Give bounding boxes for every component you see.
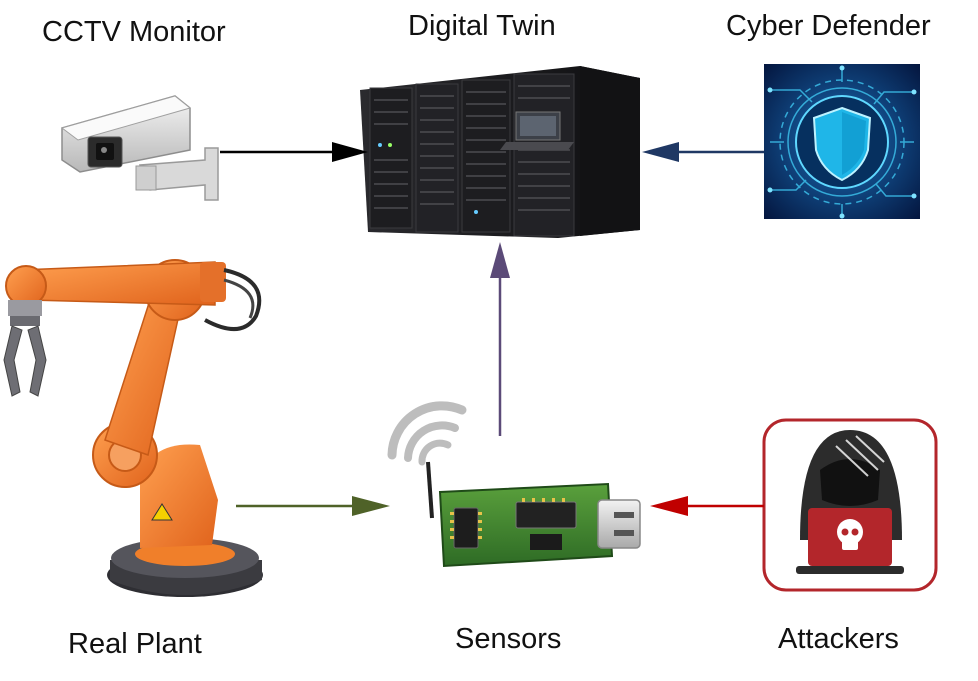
arrow-plant-to-sensors <box>236 496 390 516</box>
arrow-cctv-to-twin <box>220 142 368 162</box>
arrow-defender-to-twin <box>642 142 764 162</box>
real-plant-label: Real Plant <box>68 628 202 660</box>
sensors-label: Sensors <box>455 623 562 655</box>
arrow-sensors-to-twin <box>490 242 510 436</box>
digital-twin-label: Digital Twin <box>408 10 556 42</box>
sensor-board-icon <box>387 401 641 568</box>
cyber-defender-label: Cyber Defender <box>726 10 931 42</box>
robot-arm-icon <box>3 259 263 597</box>
cctv-camera-icon <box>60 95 219 201</box>
shield-icon <box>764 64 920 219</box>
hacker-icon <box>762 418 938 592</box>
arrow-attackers-to-sensors <box>650 496 764 516</box>
server-rack-icon <box>360 66 640 238</box>
attackers-label: Attackers <box>778 623 899 655</box>
cctv-monitor-label: CCTV Monitor <box>42 16 226 48</box>
